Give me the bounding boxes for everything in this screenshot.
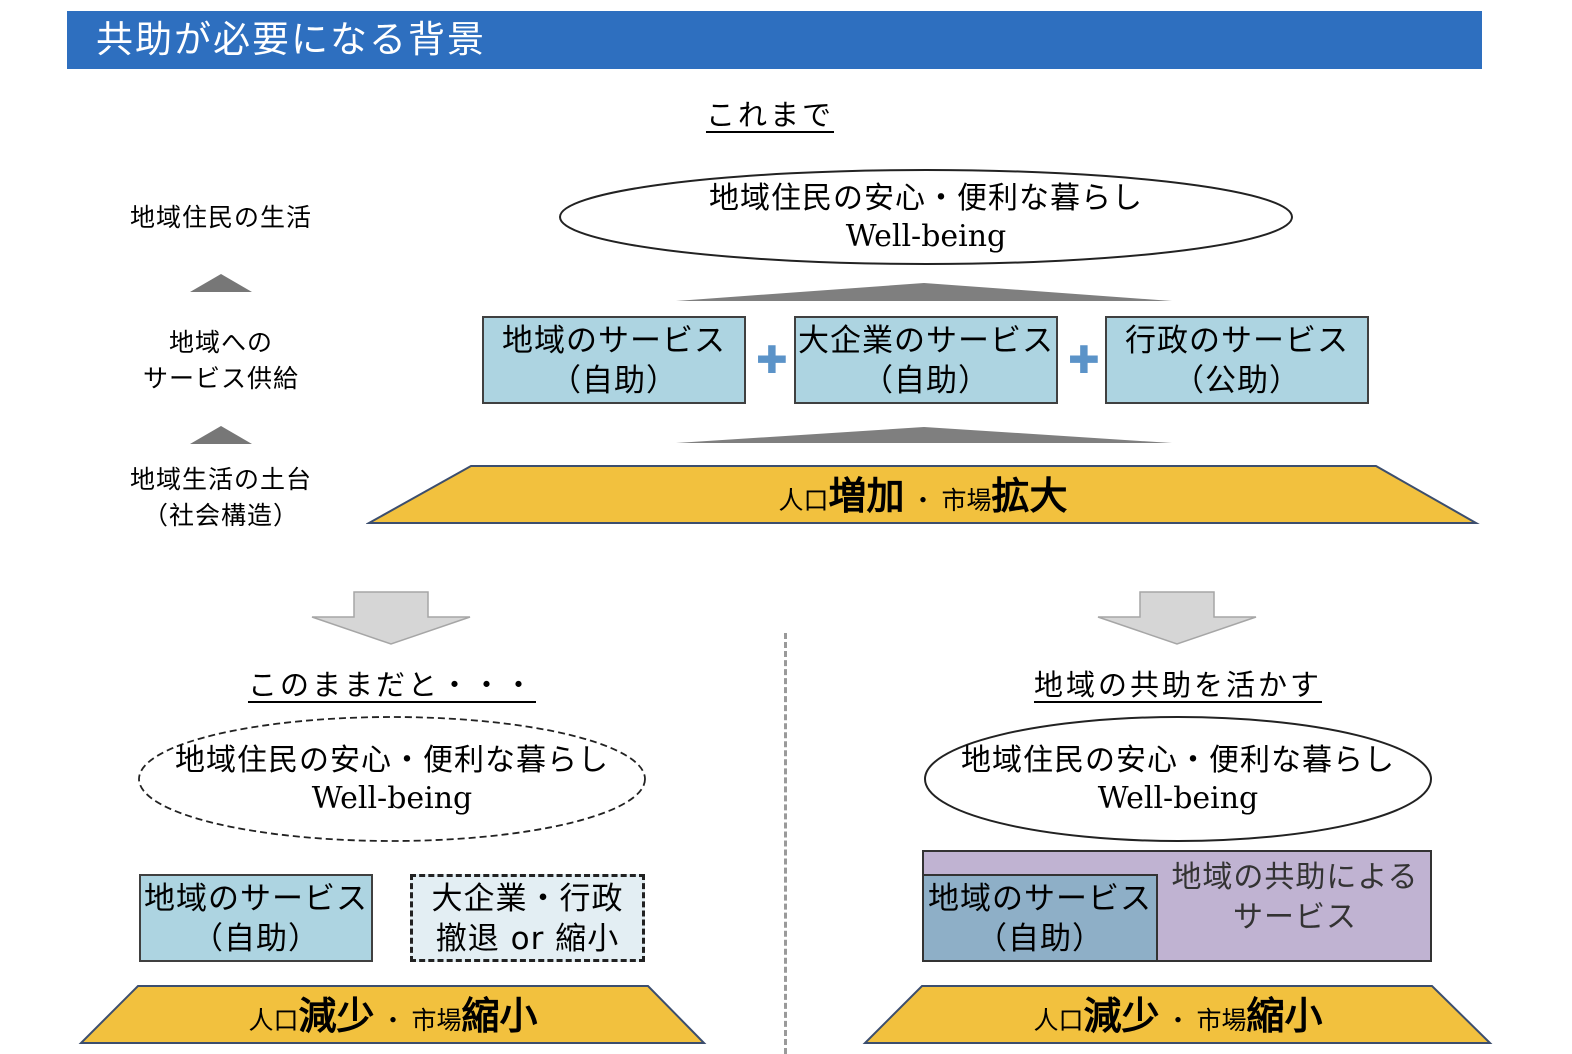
label-foundation-line2: （社会構造） [142, 501, 299, 530]
foundation-text-market: 市場 [941, 486, 992, 515]
service-box-enterprise-line2: （自助） [862, 363, 990, 399]
kyojo-service-line2: サービス [1233, 900, 1357, 935]
heading-past: これまで [705, 98, 834, 132]
section-divider [784, 633, 787, 1054]
wellbeing-ellipse-dashed-text: 地域住民の安心・便利な暮らし Well-being [134, 742, 650, 818]
foundation-text-decrease: 減少 [1083, 994, 1160, 1038]
foundation-decline [78, 985, 707, 1044]
ellipse-line1: 地域住民の安心・便利な暮らし [961, 743, 1395, 778]
label-service-supply-line2: サービス供給 [142, 364, 299, 393]
foundation-growth [366, 465, 1480, 524]
service-box-local-line2: （自助） [192, 921, 320, 957]
foundation-text-increase: 増加 [828, 474, 905, 518]
foundation-text-population: 人口 [1033, 1006, 1084, 1035]
support-wedge [676, 427, 1172, 443]
wellbeing-ellipse [924, 716, 1432, 842]
service-box-local-line1: 地域のサービス [144, 881, 368, 917]
service-box-government-line2: （公助） [1173, 363, 1301, 399]
foundation-text-market: 市場 [411, 1006, 462, 1035]
label-resident-life: 地域住民の生活 [129, 203, 312, 232]
title-bar [67, 11, 1482, 69]
foundation-text-dot: ・ [1165, 1006, 1191, 1035]
ellipse-line1: 地域住民の安心・便利な暮らし [709, 181, 1143, 216]
service-box-local: 地域のサービス （自助） [139, 874, 373, 962]
wellbeing-ellipse [559, 169, 1293, 265]
foundation-decline-text: 人口減少・市場縮小 [78, 994, 708, 1043]
label-service-supply-line1: 地域への [168, 328, 273, 357]
foundation-text-decrease: 減少 [298, 994, 375, 1038]
service-box-local-line1: 地域のサービス [502, 323, 726, 359]
plus-icon: ✚ [1068, 338, 1100, 382]
down-arrow-icon [311, 591, 471, 645]
foundation-text-expand: 拡大 [991, 474, 1068, 518]
wellbeing-ellipse-text: 地域住民の安心・便利な暮らし Well-being [920, 742, 1436, 818]
service-box-government-line1: 行政のサービス [1125, 323, 1349, 359]
withdraw-box: 大企業・行政 撤退 or 縮小 [410, 874, 645, 962]
label-foundation: 地域生活の土台 （社会構造） [100, 462, 342, 534]
service-box-local-line1: 地域のサービス [928, 881, 1152, 917]
foundation-decline-text: 人口減少・市場縮小 [862, 994, 1494, 1043]
wellbeing-ellipse-dashed [138, 716, 646, 842]
kyojo-service-line1: 地域の共助による [1171, 860, 1419, 895]
withdraw-box-line1: 大企業・行政 [431, 881, 624, 917]
up-triangle-icon [190, 274, 252, 292]
up-triangle-icon [190, 426, 252, 444]
heading-kyojo: 地域の共助を活かす [1033, 668, 1322, 702]
service-box-government: 行政のサービス （公助） [1105, 316, 1369, 404]
service-box-enterprise: 大企業のサービス （自助） [794, 316, 1058, 404]
foundation-text-shrink: 縮小 [1246, 994, 1323, 1038]
heading-status-quo: このままだと・・・ [247, 668, 536, 702]
foundation-decline [862, 985, 1493, 1044]
wellbeing-ellipse-text: 地域住民の安心・便利な暮らし Well-being [596, 180, 1256, 256]
foundation-text-shrink: 縮小 [461, 994, 538, 1038]
foundation-growth-text: 人口増加・市場拡大 [366, 474, 1480, 523]
service-box-local-line2: （自助） [976, 921, 1104, 957]
foundation-text-population: 人口 [778, 486, 829, 515]
withdraw-box-line2: 撤退 or 縮小 [435, 921, 620, 957]
foundation-text-dot: ・ [380, 1006, 406, 1035]
label-foundation-line1: 地域生活の土台 [129, 465, 312, 494]
service-box-local: 地域のサービス （自助） [922, 874, 1158, 962]
support-wedge [676, 283, 1172, 301]
service-box-local: 地域のサービス （自助） [482, 316, 746, 404]
foundation-text-dot: ・ [910, 486, 936, 515]
kyojo-service-text: 地域の共助による サービス [1160, 858, 1430, 938]
foundation-text-market: 市場 [1196, 1006, 1247, 1035]
down-arrow-icon [1097, 591, 1257, 645]
ellipse-line2: Well-being [1097, 781, 1259, 816]
ellipse-line2: Well-being [845, 219, 1007, 254]
plus-icon: ✚ [756, 338, 788, 382]
label-service-supply: 地域への サービス供給 [100, 325, 342, 397]
service-box-local-line2: （自助） [550, 363, 678, 399]
page-title: 共助が必要になる背景 [96, 18, 486, 61]
foundation-text-population: 人口 [248, 1006, 299, 1035]
service-box-enterprise-line1: 大企業のサービス [798, 323, 1054, 359]
ellipse-line2: Well-being [311, 781, 473, 816]
ellipse-line1: 地域住民の安心・便利な暮らし [175, 743, 609, 778]
